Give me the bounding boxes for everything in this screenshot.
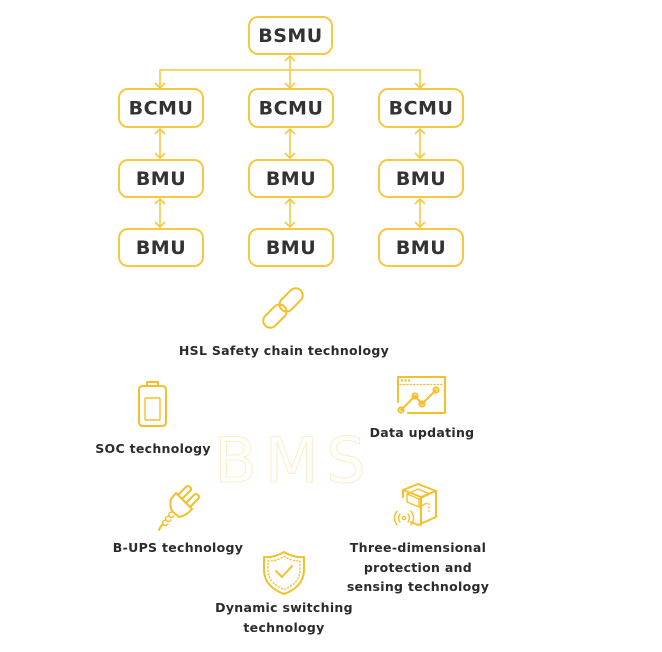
chart-line — [400, 389, 437, 411]
node-box — [118, 228, 204, 267]
shield-inner-dotted — [267, 555, 301, 591]
feature-label-data-updating: Data updating — [370, 423, 475, 443]
node-box — [248, 159, 334, 198]
cube-outer — [402, 483, 437, 526]
chain-link-lower — [262, 303, 288, 329]
battery-body — [138, 381, 167, 427]
node-bmu-center-2: BMU — [248, 228, 334, 267]
column-connectors-left — [154, 128, 166, 228]
plug-prong-lower — [185, 493, 200, 508]
node-box — [118, 159, 204, 198]
window-dot — [404, 379, 407, 382]
node-bmu-right-2: BMU — [378, 228, 464, 267]
arrowhead-down — [284, 152, 296, 159]
plug-prong-upper — [177, 485, 192, 499]
connectors — [154, 55, 426, 228]
battery-level — [144, 397, 161, 421]
plug-coil — [161, 511, 175, 527]
window-frame — [397, 376, 446, 414]
node-label: BMU — [396, 237, 446, 259]
arrowhead-up-bsmu — [284, 55, 296, 62]
cube-sensor-icon — [393, 483, 437, 526]
node-label: BMU — [136, 168, 186, 190]
node-label: BCMU — [259, 98, 324, 120]
shield-outline — [263, 551, 305, 595]
chart-point — [432, 386, 440, 394]
feature-label-line: SOC technology — [95, 441, 211, 456]
node-box — [118, 88, 204, 128]
node-label: BCMU — [129, 98, 194, 120]
window-dot — [407, 379, 411, 382]
arrowhead-down — [414, 221, 426, 228]
arrowhead-up — [154, 198, 166, 205]
arrowhead-down — [154, 221, 166, 228]
node-label: BMU — [396, 168, 446, 190]
node-bcmu-right: BCMU — [378, 88, 464, 128]
node-box — [248, 16, 333, 55]
arrowhead-up — [154, 128, 166, 135]
column-connectors-right — [414, 128, 426, 228]
feature-label-line: HSL Safety chain technology — [178, 343, 390, 358]
sensor-dot — [401, 515, 407, 521]
chart-point — [411, 392, 419, 400]
line-chart-window-icon — [397, 376, 446, 414]
feature-label-dynamic-switching: Dynamic switching technology — [215, 598, 353, 637]
feature-label-soc: SOC technology — [95, 439, 211, 459]
arrowhead-down — [414, 152, 426, 159]
node-bcmu-center: BCMU — [248, 88, 334, 128]
node-label: BSMU — [258, 25, 323, 47]
feature-label-line: technology — [243, 619, 325, 635]
plug-cable — [158, 523, 164, 531]
node-bmu-center-1: BMU — [248, 159, 334, 198]
node-label: BMU — [266, 237, 316, 259]
node-bsmu: BSMU — [248, 16, 333, 55]
column-connectors-center — [284, 128, 296, 228]
arrowhead-up — [284, 128, 296, 135]
feature-label-b-ups: B-UPS technology — [113, 538, 243, 558]
arrowhead-down — [284, 221, 296, 228]
feature-label-line: sensing technology — [346, 579, 490, 594]
arrowhead-up — [284, 198, 296, 205]
power-plug-icon — [158, 485, 200, 531]
node-label: BCMU — [389, 98, 454, 120]
node-box — [378, 88, 464, 128]
feature-label-line: Three-dimensional — [349, 540, 487, 555]
feature-label-line: Dynamic switching — [215, 600, 353, 615]
cube-inner — [406, 488, 431, 508]
chain-link-upper — [278, 287, 304, 313]
node-box — [378, 159, 464, 198]
node-box — [248, 88, 334, 128]
sensor-wave-outer — [393, 510, 415, 526]
battery-icon — [138, 381, 167, 427]
feature-label-line: protection and — [363, 559, 473, 575]
feature-label-three-dimensional: Three-dimensional protection and sensing… — [347, 538, 489, 597]
node-bcmu-left: BCMU — [118, 88, 204, 128]
sensor-wave-inner — [397, 513, 411, 523]
node-label: BMU — [266, 168, 316, 190]
plug-body — [169, 492, 193, 518]
cube-indicator — [428, 510, 430, 512]
chart-point — [397, 406, 405, 414]
node-bmu-left-2: BMU — [118, 228, 204, 267]
node-bmu-right-1: BMU — [378, 159, 464, 198]
cube-indicator — [428, 506, 430, 509]
feature-label-line: Data updating — [369, 425, 475, 440]
bms-watermark: BMS — [214, 424, 373, 497]
check-mark — [275, 565, 293, 578]
cube-indicator — [428, 503, 430, 505]
node-box — [378, 228, 464, 267]
arrowhead-up — [414, 128, 426, 135]
node-box — [248, 228, 334, 267]
node-bmu-left-1: BMU — [118, 159, 204, 198]
node-label: BMU — [136, 237, 186, 259]
arrowhead-down — [154, 152, 166, 159]
shield-check-icon — [263, 551, 305, 595]
feature-label-line: B-UPS technology — [112, 540, 244, 555]
chart-point — [418, 400, 426, 408]
chain-link-icon — [262, 287, 304, 329]
feature-label-hsl-safety-chain: HSL Safety chain technology — [179, 341, 389, 361]
arrowhead-up — [414, 198, 426, 205]
window-dot — [400, 379, 404, 382]
